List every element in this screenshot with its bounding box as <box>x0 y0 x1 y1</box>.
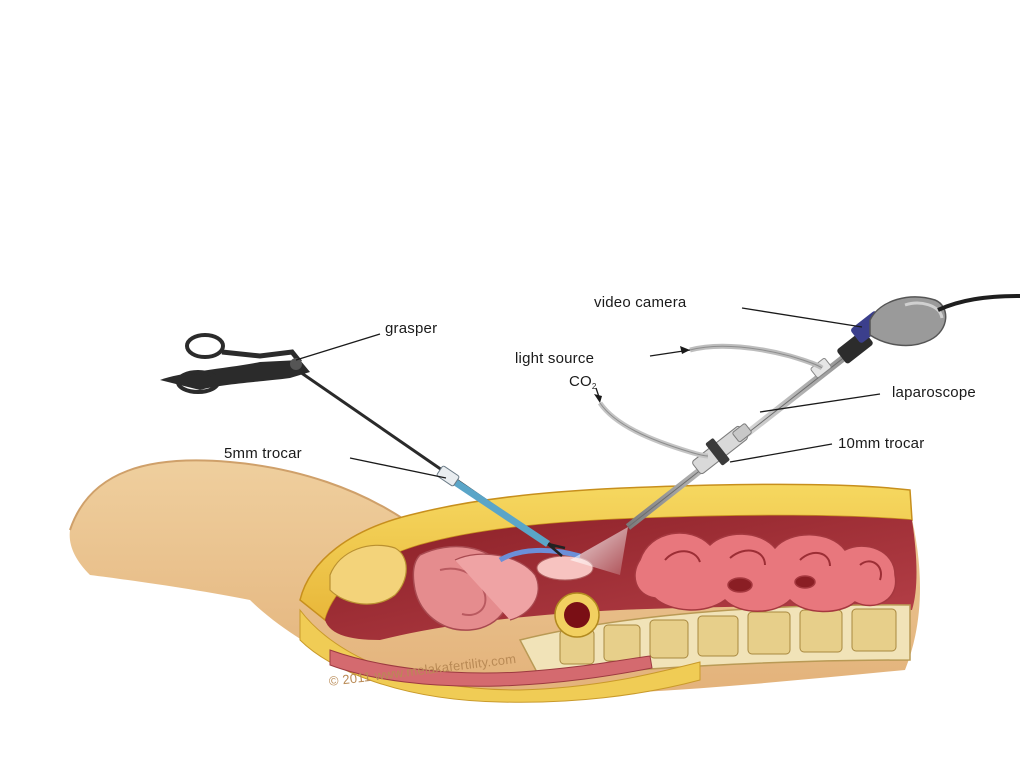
co2-tube <box>597 401 709 459</box>
leader-lines <box>295 307 881 479</box>
label-co2-main: CO <box>569 373 592 390</box>
light-beam <box>570 527 628 575</box>
label-video-camera: video camera <box>594 294 687 311</box>
grasper-instrument <box>160 333 566 557</box>
sigmoid-colon <box>554 592 600 638</box>
label-co2-subscript: 2 <box>591 382 597 391</box>
label-10mm-trocar: 10mm trocar <box>838 435 925 452</box>
label-5mm-trocar: 5mm trocar <box>224 445 302 462</box>
fallopian-tube <box>498 547 581 563</box>
label-co2: CO2 <box>569 373 597 391</box>
rectum <box>329 649 653 687</box>
label-light-source: light source <box>515 350 595 367</box>
uterine-cervix <box>454 553 539 621</box>
spine <box>518 604 911 679</box>
bladder <box>329 544 407 605</box>
intestines <box>634 532 897 613</box>
light-cable <box>689 343 824 371</box>
label-laparoscope: laparoscope <box>892 384 976 401</box>
laparoscope-instrument <box>625 294 1021 530</box>
leader-arrowheads <box>594 346 690 403</box>
label-grasper: grasper <box>385 320 438 337</box>
